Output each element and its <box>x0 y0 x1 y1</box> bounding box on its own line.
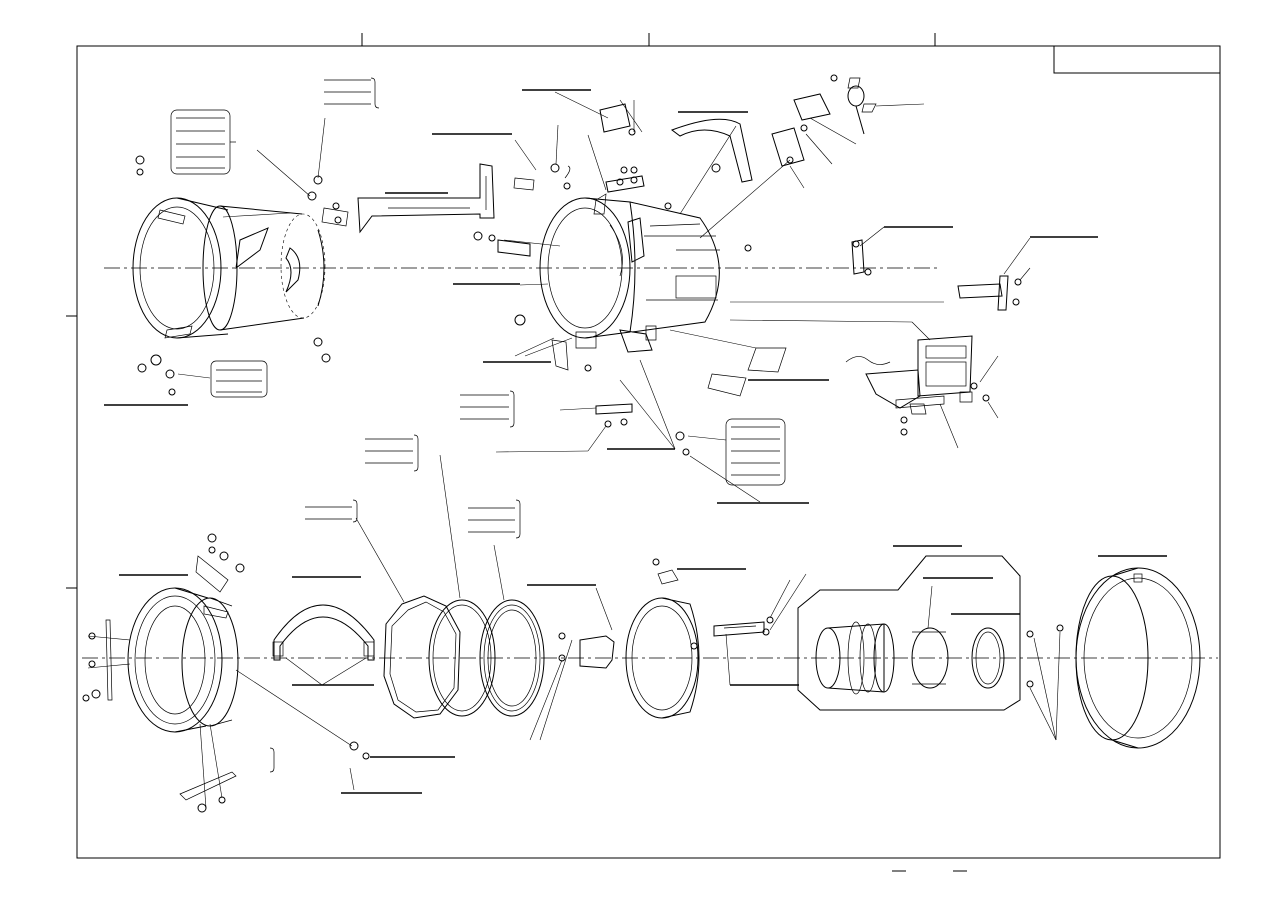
front-barrel-assembly <box>132 197 326 339</box>
lens-mount-ring <box>87 587 239 733</box>
optical-axis-lines <box>82 267 1218 659</box>
guide-bracket-assembly <box>357 139 561 257</box>
bracket-part-lists <box>170 77 786 773</box>
main-barrel-assembly <box>539 193 720 339</box>
main-barrel-hardware <box>514 99 787 456</box>
drawing-frame <box>66 33 1221 859</box>
spring-strip <box>272 604 375 686</box>
title-block <box>1053 45 1221 74</box>
focus-ring <box>625 558 807 719</box>
small-screws-bottom <box>349 587 615 760</box>
optical-block <box>797 555 1021 711</box>
main-barrel-leaders <box>495 91 791 503</box>
top-right-switch-assembly <box>771 74 925 189</box>
front-barrel-screws <box>135 155 349 396</box>
flex-circuit-board <box>729 301 999 449</box>
callout-label-bars <box>104 89 1167 794</box>
mount-ring-screws <box>82 533 353 813</box>
front-barrel-leaders <box>177 117 326 379</box>
shim-rings <box>349 454 545 791</box>
rear-barrel-ring <box>1026 567 1201 749</box>
sensor-arm-assembly <box>851 226 1031 311</box>
